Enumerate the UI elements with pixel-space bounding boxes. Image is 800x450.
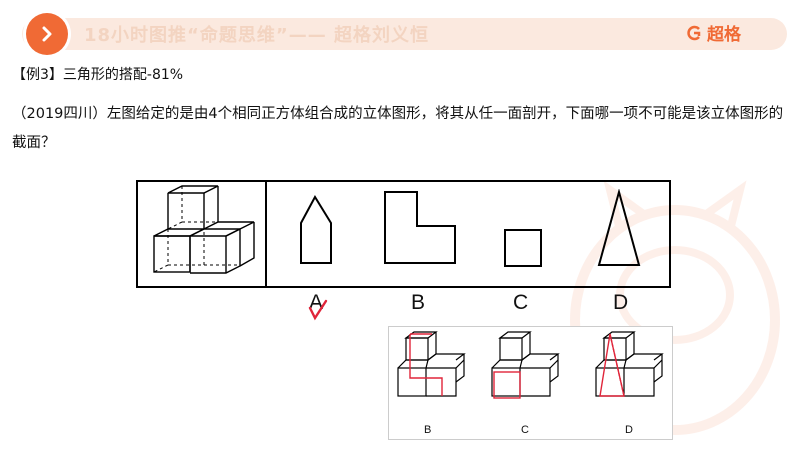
- option-c-shape: [504, 229, 542, 267]
- header: 18小时图推“命题思维”—— 超格刘义恒 超格: [0, 0, 800, 62]
- problem-question: （2019四川）左图给定的是由4个相同正方体组合成的立体图形，将其从任一面剖开，…: [12, 106, 784, 151]
- panel-divider: [265, 180, 267, 288]
- mascot-watermark: [570, 180, 780, 435]
- option-b-shape: [384, 191, 456, 264]
- option-d-label: D: [613, 291, 629, 314]
- brand-name: 超格: [707, 25, 741, 45]
- option-c-label: C: [513, 291, 529, 314]
- header-title: 18小时图推“命题思维”—— 超格刘义恒: [84, 25, 429, 46]
- option-a-shape: [300, 194, 332, 264]
- solution-d-label: D: [625, 424, 633, 436]
- brand-icon: [687, 25, 701, 40]
- solution-c-label: C: [521, 424, 529, 436]
- solution-b-figure: [397, 331, 466, 397]
- option-a-label: A: [309, 291, 324, 314]
- figure-panel: [136, 180, 671, 288]
- solution-b-label: B: [424, 424, 432, 436]
- chevron-right-icon: [42, 26, 52, 42]
- cube-solid-figure: [153, 185, 255, 274]
- option-d-shape: [597, 189, 641, 266]
- check-mark-icon: [308, 299, 328, 321]
- solution-d-figure: [595, 331, 664, 397]
- problem-title: 【例3】三角形的搭配-81%: [12, 67, 184, 83]
- solution-c-figure: [491, 331, 560, 399]
- brand-logo: 超格: [685, 20, 741, 45]
- option-b-label: B: [411, 291, 426, 314]
- header-bar: [22, 18, 787, 50]
- play-button[interactable]: [26, 13, 68, 55]
